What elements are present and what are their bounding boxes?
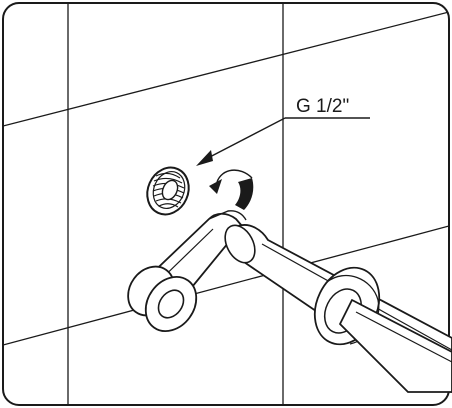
thread-size-label: G 1/2" (296, 96, 349, 117)
eccentric-connector (127, 265, 198, 332)
label-leader (196, 117, 370, 166)
threaded-wall-outlet (146, 166, 190, 216)
wall-tile-grid (3, 3, 449, 405)
pipe-end (339, 299, 452, 393)
rotation-arrow-icon (209, 169, 254, 210)
